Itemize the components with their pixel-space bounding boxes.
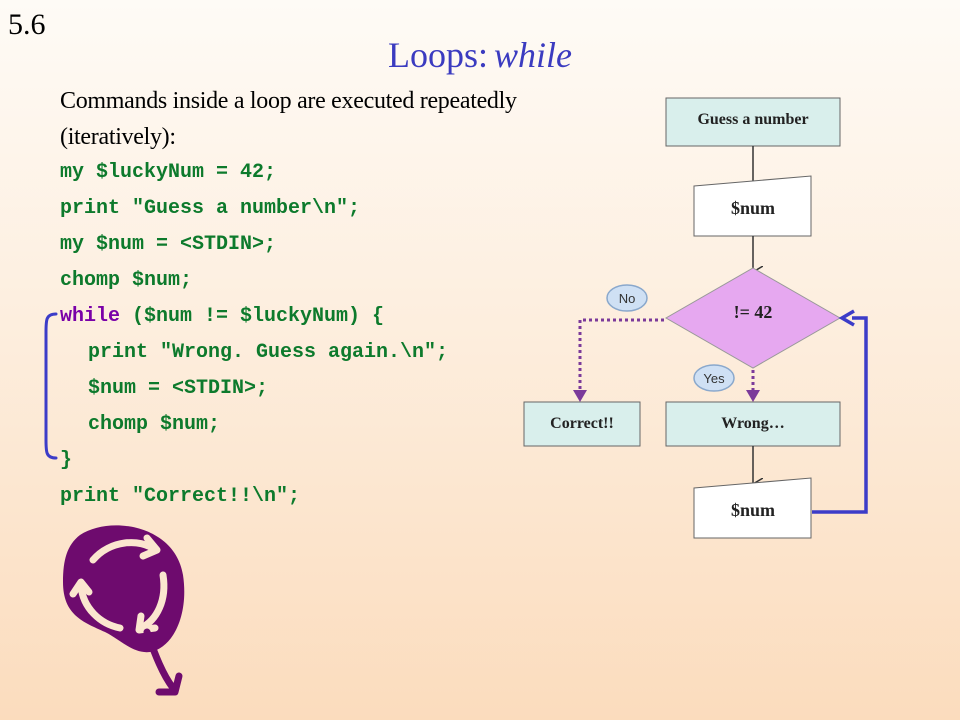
code-line-2: print "Guess a number\n"; — [60, 197, 361, 220]
code-line-7-c: ; — [256, 377, 269, 400]
code-block: my $luckyNum = 42; print "Guess a number… — [60, 155, 448, 515]
code-stdin-2: <STDIN> — [172, 377, 257, 400]
code-line-3: my $num = <STDIN>; — [60, 227, 448, 263]
code-line-5: while ($num != $luckyNum) { — [60, 299, 448, 335]
intro-text: Commands inside a loop are executed repe… — [60, 88, 517, 150]
input-box-2-label: $num — [731, 500, 775, 520]
code-line-7-a: $num = — [88, 377, 173, 400]
yes-label: Yes — [703, 371, 725, 386]
slide-number: 5.6 — [8, 8, 46, 41]
loop-back-line — [812, 316, 868, 514]
yes-label-pill: Yes — [693, 364, 735, 392]
input-box-2: $num — [693, 477, 812, 539]
loop-body-bracket — [44, 312, 58, 460]
correct-box-label: Correct!! — [550, 415, 614, 432]
code-line-9: } — [60, 449, 73, 472]
code-line-5-rest: ($num != $luckyNum) { — [120, 305, 385, 328]
title-main: Loops: — [387, 35, 488, 75]
code-stdin-1: <STDIN> — [180, 233, 265, 256]
code-line-3-c: ; — [264, 233, 277, 256]
input-box-1: $num — [693, 175, 812, 237]
code-line-3-a: my $num = — [60, 233, 181, 256]
input-box-1-label: $num — [731, 198, 775, 218]
correct-box: Correct!! — [523, 401, 641, 447]
no-branch-arrowhead — [573, 390, 587, 402]
decision-label: != 42 — [734, 302, 773, 322]
decision-diamond: != 42 — [664, 267, 842, 369]
slide-title: Loops:while — [0, 34, 960, 76]
title-keyword: while — [494, 35, 572, 75]
code-line-1: my $luckyNum = 42; — [60, 161, 277, 184]
no-label: No — [619, 291, 636, 306]
code-line-7: $num = <STDIN>; — [60, 371, 448, 407]
code-while-keyword: while — [60, 305, 121, 328]
no-branch-line — [578, 318, 664, 392]
wrong-box-label: Wrong… — [721, 415, 784, 432]
yes-branch-arrowhead — [746, 390, 760, 402]
code-line-8: chomp $num; — [88, 413, 221, 436]
no-label-pill: No — [606, 284, 648, 312]
wrong-box: Wrong… — [665, 401, 841, 447]
code-line-4: chomp $num; — [60, 269, 193, 292]
loop-icon — [63, 525, 185, 696]
code-line-10: print "Correct!!\n"; — [60, 485, 301, 508]
code-line-6: print "Wrong. Guess again.\n"; — [88, 341, 449, 364]
start-box: Guess a number — [665, 97, 841, 147]
loop-back-arrowhead — [838, 309, 855, 327]
start-box-label: Guess a number — [697, 111, 808, 128]
